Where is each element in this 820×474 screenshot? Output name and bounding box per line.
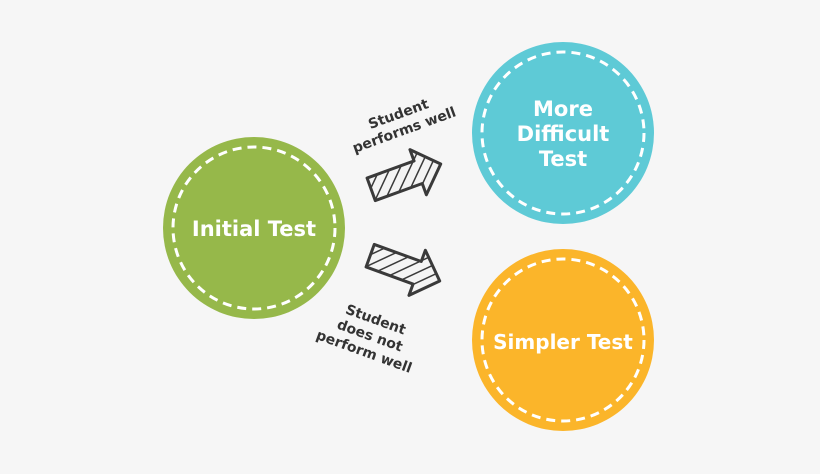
initial-test-circle — [163, 137, 345, 319]
more-difficult-test-node: More Difficult Test — [472, 42, 654, 224]
simpler-test-circle — [472, 249, 654, 431]
arrow-down-icon — [364, 242, 442, 297]
initial-test-dashed-ring — [171, 145, 337, 311]
arrow-up-icon — [365, 148, 443, 203]
simpler-test-node: Simpler Test — [472, 249, 654, 431]
initial-test-node: Initial Test — [163, 137, 345, 319]
simpler-test-label: Simpler Test — [493, 330, 633, 354]
more-difficult-test-label-line-3: Test — [539, 147, 587, 171]
simpler-test-dashed-ring — [480, 257, 646, 423]
edge-label-up: Student performs well — [351, 96, 459, 156]
more-difficult-test-label-line-2: Difficult — [517, 122, 610, 146]
more-difficult-test-dashed-ring — [480, 50, 646, 216]
initial-test-label: Initial Test — [192, 217, 316, 241]
edge-label-down: Student does not perform well — [314, 302, 414, 377]
more-difficult-test-label-line-1: More — [533, 97, 593, 121]
more-difficult-test-circle — [472, 42, 654, 224]
